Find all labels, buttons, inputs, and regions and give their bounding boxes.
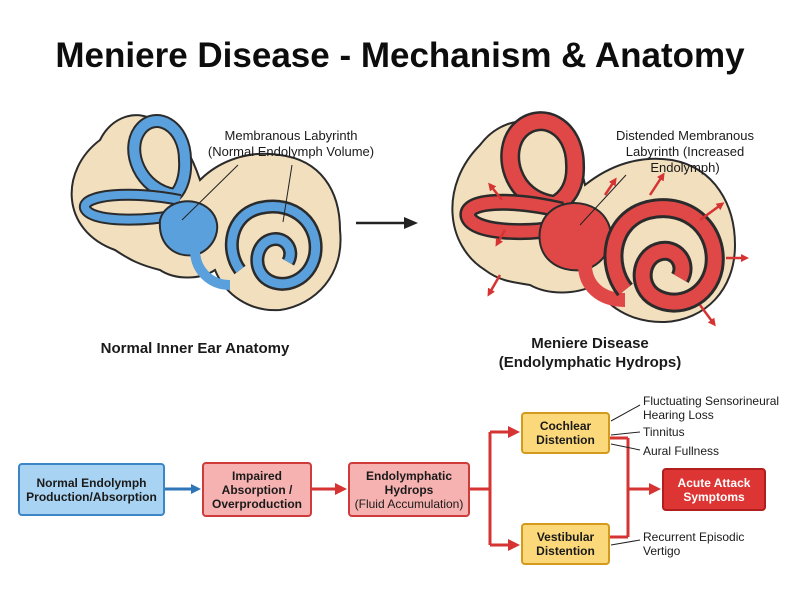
impaired-line1: Impaired	[231, 468, 282, 483]
symptom-aural-fullness: Aural Fullness	[643, 444, 720, 458]
flow-connectors	[165, 404, 661, 551]
vestibular-line1: Vestibular	[536, 530, 595, 544]
vertigo-line2: Vertigo	[643, 544, 681, 558]
disease-caption-line2: (Endolymphatic Hydrops)	[498, 354, 682, 371]
normal-vestibule	[158, 200, 219, 257]
impaired-line2: Absorption /	[221, 482, 293, 497]
normal-inner-ear	[70, 114, 342, 312]
hearing-line1: Fluctuating Sensorineural	[643, 394, 780, 408]
hydrops-line3: (Fluid Accumulation)	[354, 496, 464, 511]
impaired-line3: Overproduction	[211, 496, 302, 511]
impaired-absorption-box: Impaired Absorption / Overproduction	[202, 462, 312, 517]
disease-label-line1: Distended Membranous	[615, 128, 755, 143]
normal-production-line1: Normal Endolymph	[36, 475, 147, 490]
hearing-line2: Hearing Loss	[643, 408, 714, 422]
disease-label-line2: Labyrinth (Increased	[625, 144, 745, 159]
cochlear-line2: Distention	[536, 433, 595, 447]
symptom-vertigo: Recurrent Episodic Vertigo	[643, 530, 793, 558]
normal-caption: Normal Inner Ear Anatomy	[100, 340, 290, 357]
distention-arrows	[487, 172, 749, 327]
disease-caption-line1: Meniere Disease	[531, 335, 649, 352]
symptom-hearing-loss: Fluctuating Sensorineural Hearing Loss	[643, 394, 798, 422]
normal-label-line2: (Normal Endolymph Volume)	[207, 144, 375, 159]
symptom-tinnitus: Tinnitus	[643, 425, 685, 439]
hydrops-line1: Endolymphatic	[365, 468, 452, 483]
disease-label-line3: Endolymph)	[650, 160, 720, 175]
hydrops-box: Endolymphatic Hydrops (Fluid Accumulatio…	[348, 462, 470, 517]
disease-vestibule	[538, 202, 612, 272]
disease-labyrinth-label: Distended Membranous Labyrinth (Increase…	[600, 128, 770, 176]
disease-inner-ear	[451, 111, 749, 327]
vertigo-line1: Recurrent Episodic	[643, 530, 745, 544]
normal-production-box: Normal Endolymph Production/Absorption	[18, 463, 165, 516]
page-title: Meniere Disease - Mechanism & Anatomy	[55, 36, 745, 75]
vestibular-distention-box: Vestibular Distention	[521, 523, 610, 565]
acute-line1: Acute Attack	[677, 475, 751, 490]
normal-labyrinth-label: Membranous Labyrinth (Normal Endolymph V…	[196, 128, 386, 160]
acute-attack-box: Acute Attack Symptoms	[662, 468, 766, 511]
cochlear-distention-box: Cochlear Distention	[521, 412, 610, 454]
normal-production-line2: Production/Absorption	[26, 489, 157, 504]
hydrops-line2: Hydrops	[384, 482, 434, 497]
cochlear-line1: Cochlear	[539, 419, 592, 433]
acute-line2: Symptoms	[683, 489, 745, 504]
normal-label-line1: Membranous Labyrinth	[224, 128, 358, 143]
disease-caption: Meniere Disease (Endolymphatic Hydrops)	[470, 334, 710, 372]
vestibular-line2: Distention	[536, 544, 595, 558]
